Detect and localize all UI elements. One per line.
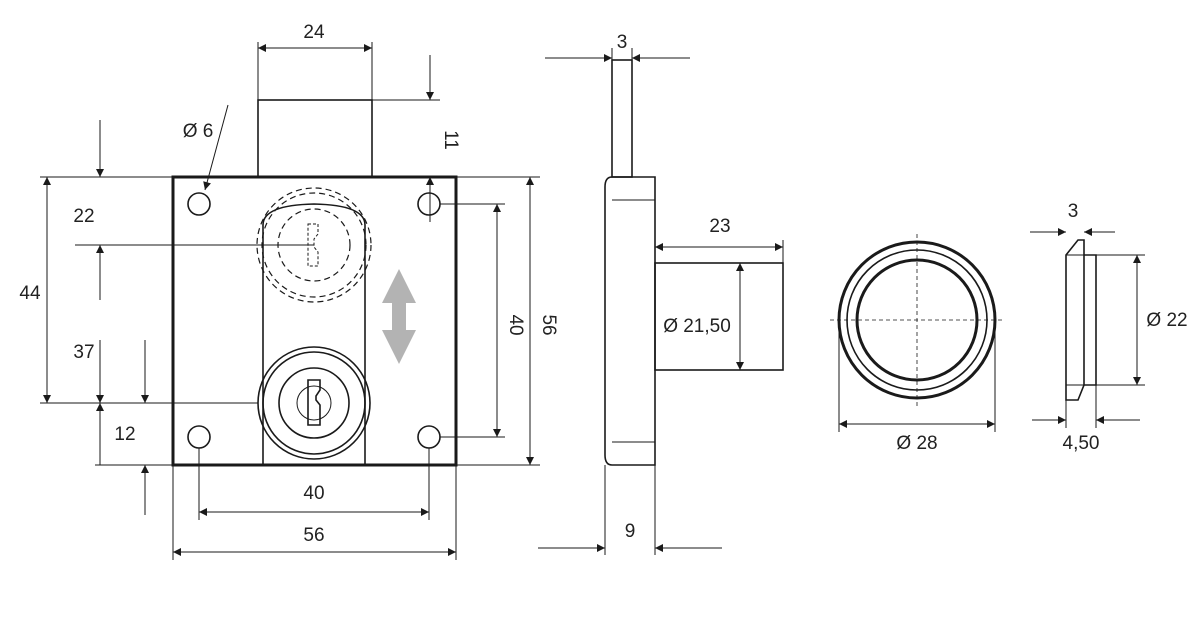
dim-plate-width: 56 <box>303 525 324 546</box>
keyhole-icon <box>307 379 321 426</box>
lock-body-slot <box>262 203 366 465</box>
dim-cylinder-diameter: Ø 21,50 <box>663 316 731 337</box>
dim-inner-diameter: Ø 22 <box>1146 310 1187 331</box>
mounting-plate <box>171 175 458 467</box>
rosette-side-view: 3 Ø 22 4,50 <box>1030 201 1188 454</box>
dim-outer-diameter: Ø 28 <box>896 433 937 454</box>
side-view: 3 23 Ø 21,50 9 <box>538 32 784 555</box>
dim-bolt-height: 11 <box>440 130 461 150</box>
front-view: 24 11 Ø 6 22 37 44 12 40 56 40 56 <box>19 22 559 560</box>
dim-tab-thickness: 3 <box>617 32 628 53</box>
side-plate <box>604 176 656 466</box>
dim-flange-thickness: 3 <box>1068 201 1079 222</box>
dim-top-offset: 22 <box>73 206 94 227</box>
dim-bolt-length: 23 <box>709 216 730 237</box>
tab <box>611 59 633 178</box>
dim-hole-spacing-vertical: 40 <box>505 314 526 335</box>
dim-key-travel: 37 <box>73 342 94 363</box>
side-cylinder <box>654 262 784 371</box>
dim-plate-height: 56 <box>538 314 559 335</box>
dim-total-travel: 44 <box>19 283 41 304</box>
dim-depth: 4,50 <box>1063 433 1100 454</box>
dim-hole-spacing-horizontal: 40 <box>303 483 324 504</box>
dim-plate-depth: 9 <box>625 521 636 542</box>
key-cylinder <box>257 346 371 460</box>
dim-bolt-width: 24 <box>303 22 325 43</box>
rosette-front-view: Ø 28 <box>830 234 1004 454</box>
dim-bottom-offset: 12 <box>114 424 135 445</box>
bolt <box>257 99 373 178</box>
dim-hole-diameter: Ø 6 <box>183 121 214 142</box>
travel-arrow-icon <box>382 269 416 364</box>
